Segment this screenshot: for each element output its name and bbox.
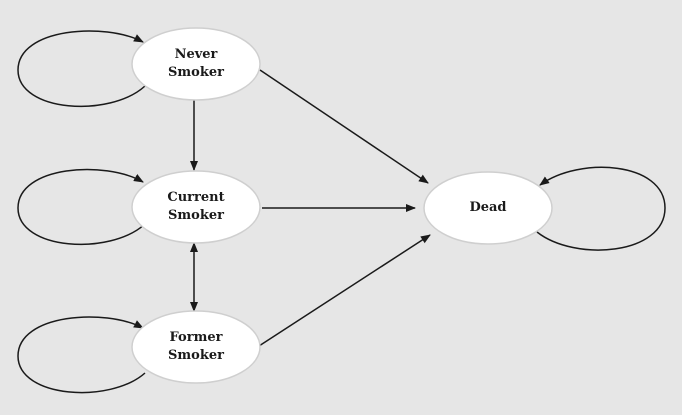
self-loop-never-smoker [17,30,146,108]
edge-former-to-dead [258,234,431,347]
node-former-smoker [131,310,261,384]
self-loop-current-smoker [17,168,146,246]
self-loop-dead [536,166,666,251]
edge-never-to-dead [259,69,429,184]
node-dead [423,171,553,245]
node-current-smoker [131,170,261,244]
node-never-smoker [131,27,261,101]
self-loop-former-smoker [17,316,146,394]
